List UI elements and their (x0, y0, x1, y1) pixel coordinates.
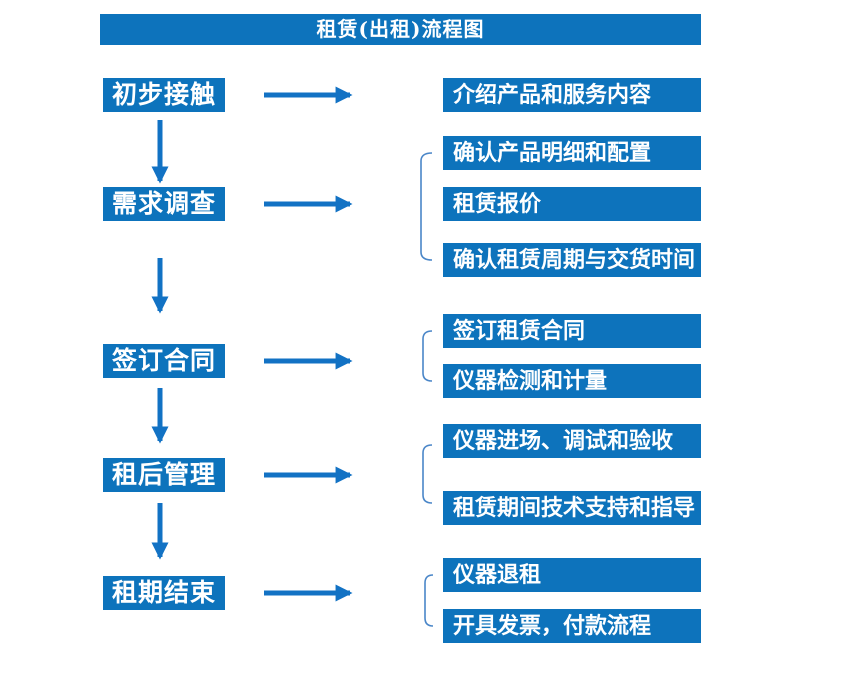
step-requirement-survey: 需求调查 (103, 187, 225, 221)
detail-rental-quote: 租赁报价 (443, 187, 701, 221)
detail-intro-product-service: 介绍产品和服务内容 (443, 78, 701, 112)
group-bracket-post-rental (422, 444, 433, 504)
detail-instrument-return: 仪器退租 (443, 558, 701, 592)
step-contract-signing: 签订合同 (103, 344, 225, 378)
step-lease-end: 租期结束 (103, 576, 225, 610)
step-post-rental-management: 租后管理 (103, 458, 225, 492)
detail-confirm-product-config: 确认产品明细和配置 (443, 136, 701, 170)
group-bracket-contract-signing (422, 330, 433, 382)
step-initial-contact: 初步接触 (103, 78, 225, 112)
detail-invoice-payment: 开具发票，付款流程 (443, 609, 701, 643)
detail-sign-rental-contract: 签订租赁合同 (443, 314, 701, 348)
detail-instrument-setup-accept: 仪器进场、调试和验收 (443, 424, 701, 458)
detail-rental-tech-support: 租赁期间技术支持和指导 (443, 491, 701, 525)
detail-confirm-period-delivery: 确认租赁周期与交货时间 (443, 243, 701, 277)
detail-instrument-testing: 仪器检测和计量 (443, 364, 701, 398)
group-bracket-requirement-survey (420, 152, 433, 261)
group-bracket-lease-end (424, 574, 434, 627)
flowchart-title: 租赁(出租)流程图 (100, 14, 701, 45)
